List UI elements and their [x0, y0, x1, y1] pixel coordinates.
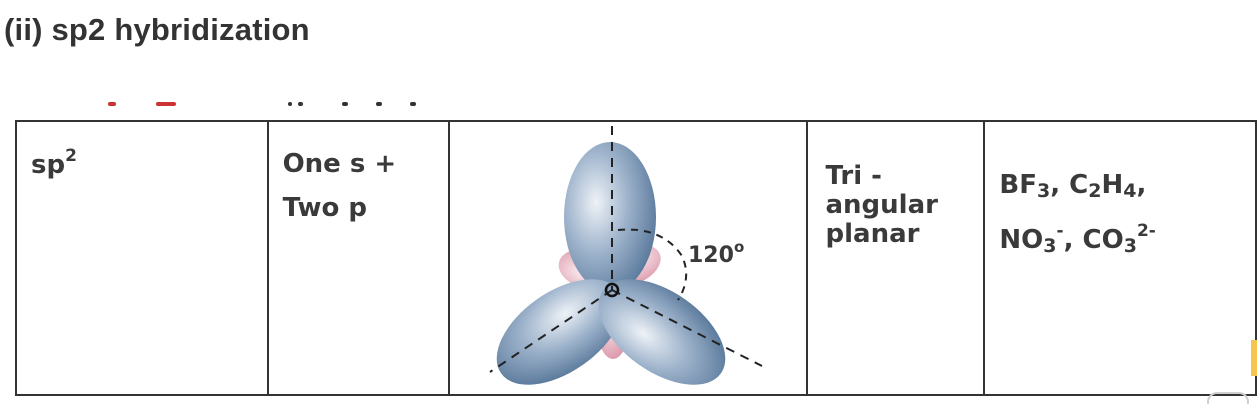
geometry-cell: Tri - angular planar [805, 120, 986, 396]
lobe-lower-right [599, 279, 726, 385]
cropped-previous-row-fragment [92, 100, 432, 110]
formula-no3: NO3-, [999, 220, 1074, 257]
orbitals-cell: One s + Two p [266, 120, 451, 396]
axis-lower-left [489, 289, 613, 373]
geometry-line-2: angular [825, 190, 938, 221]
section-heading: (ii) sp2 hybridization [4, 12, 310, 47]
hybridization-table: sp2 One s + Two p [15, 120, 1257, 396]
sp2-orbital-diagram: 120o [489, 126, 763, 385]
examples-cell: BF3, C2H4, NO3-, CO32- [983, 120, 1257, 396]
table-row: sp2 One s + Two p [15, 120, 1257, 396]
formula-co3: CO32- [1082, 220, 1156, 257]
lobe-lower-left [497, 279, 624, 385]
nucleus [605, 282, 620, 298]
cropped-edge-marker [1251, 340, 1257, 376]
hybridization-type: sp2 [31, 146, 77, 180]
geometry-line-3: planar [825, 219, 920, 250]
formula-bf3: BF3, [999, 170, 1061, 202]
formula-c2h4: C2H4, [1069, 170, 1147, 202]
hybridization-type-cell: sp2 [15, 120, 269, 396]
cropped-edge-fragment [1207, 392, 1249, 404]
geometry-line-1: Tri - [825, 161, 882, 191]
lobe-top [564, 142, 657, 292]
bond-angle-label: 120o [688, 238, 744, 268]
orbitals-line-2: Two p [282, 193, 367, 224]
axis-lower-right [611, 289, 763, 367]
orbitals-line-1: One s + [282, 149, 397, 179]
examples-line-1: BF3, C2H4, [999, 158, 1255, 213]
examples-line-2: NO3-, CO32- [999, 213, 1255, 268]
orbital-diagram-cell: 120o [448, 120, 808, 396]
